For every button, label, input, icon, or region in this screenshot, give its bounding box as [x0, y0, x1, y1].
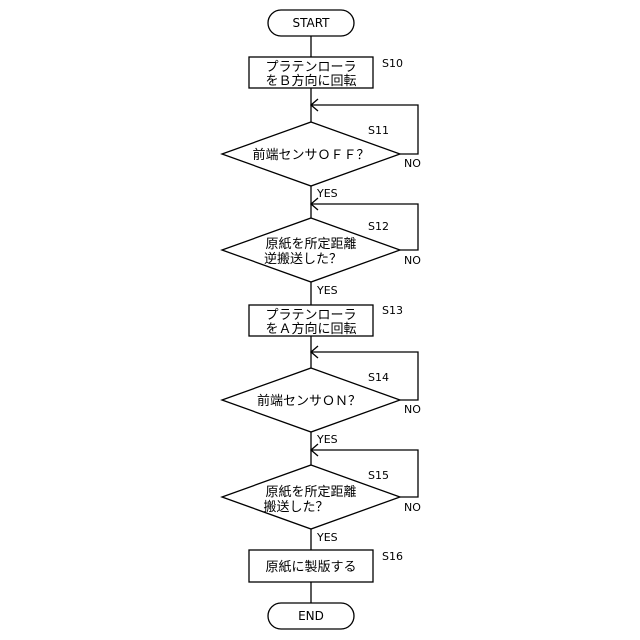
s15-line2: 搬送した？	[263, 500, 328, 515]
s11-no-label: NO	[404, 157, 421, 170]
s12-step-id: S12	[368, 220, 389, 233]
s11-yes-label: YES	[316, 187, 338, 200]
s12-line1: 原紙を所定距離	[265, 237, 356, 252]
s16-step-id: S16	[382, 550, 403, 563]
s10-step-id: S10	[382, 57, 403, 70]
s11-step-id: S11	[368, 124, 389, 137]
s14-yes-label: YES	[316, 433, 338, 446]
s15-no-label: NO	[404, 501, 421, 514]
end-label: END	[298, 609, 324, 623]
s10-line1: プラテンローラ	[265, 60, 356, 75]
s15-yes-label: YES	[316, 531, 338, 544]
s11-line1: 前端センサＯＦＦ？	[252, 147, 369, 163]
s14-step-id: S14	[368, 371, 389, 384]
s16-line1: 原紙に製版する	[265, 560, 356, 575]
s15-step-id: S15	[368, 469, 389, 482]
s12-line2: 逆搬送した？	[264, 251, 342, 267]
s13-line2: をＡ方向に回転	[265, 321, 356, 337]
s12-yes-label: YES	[316, 284, 338, 297]
s12-no-label: NO	[404, 254, 421, 267]
s15-line1: 原紙を所定距離	[265, 485, 356, 500]
s14-no-label: NO	[404, 403, 421, 416]
s10-line2: をＢ方向に回転	[265, 73, 356, 89]
s13-line1: プラテンローラ	[265, 308, 356, 323]
start-label: START	[292, 16, 330, 30]
s14-line1: 前端センサＯＮ？	[257, 393, 361, 409]
s13-step-id: S13	[382, 304, 403, 317]
